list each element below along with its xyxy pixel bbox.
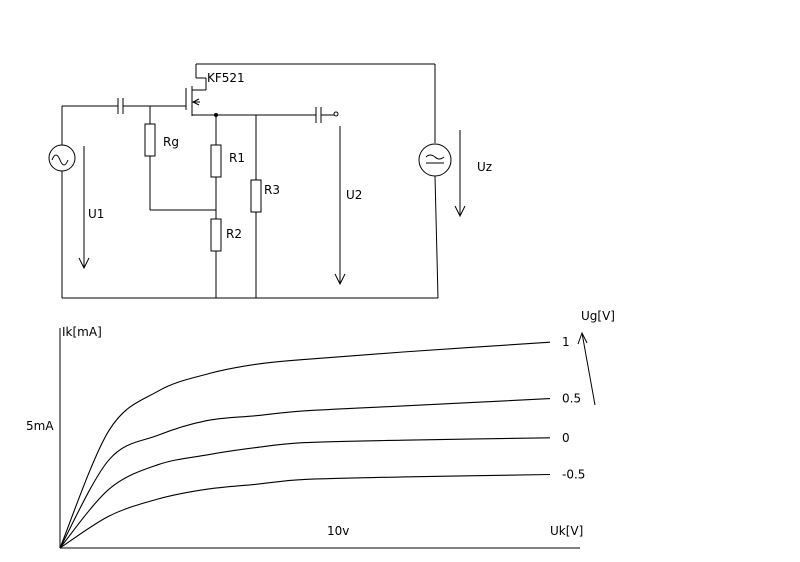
series-line-ug-0.5 [59,398,551,549]
series-line-ug--0.5 [59,473,551,549]
series-label-ug-0.5: 0.5 [562,392,581,406]
series-label-ug--0.5: -0.5 [562,468,585,482]
y-axis-label: Ik[mA] [62,325,102,339]
u2-arrow [334,126,346,286]
x-tick-label: 10v [327,524,349,538]
output-terminal [333,111,339,117]
resistor-rg [144,123,156,157]
u2-label: U2 [346,188,362,202]
output-characteristics-chart: Ik[mA] Uk[V] 5mA 10v Ug[V] 1 0.5 0 -0.5 [26,309,615,549]
supply-source [418,143,452,177]
r2-label: R2 [226,227,242,241]
r3-label: R3 [264,183,280,197]
rg-label: Rg [163,135,179,149]
circuit-schematic: KF521 Rg R1 R2 R3 U1 U2 Uz [48,63,492,299]
x-axis-label: Uk[V] [550,524,583,538]
input-signal-source [48,144,76,172]
resistor-r3 [250,179,262,213]
transistor-label: KF521 [207,71,245,85]
u1-arrow [78,146,90,270]
chart-series-group: 1 0.5 0 -0.5 [59,335,585,549]
series-label-ug-0: 0 [562,431,570,445]
uz-arrow [454,130,466,218]
series-line-ug-0 [59,437,551,549]
resistor-r1 [210,144,222,178]
u1-label: U1 [88,207,104,221]
series-label-ug-1: 1 [562,335,570,349]
transistor-kf521 [185,86,216,116]
series-line-ug-1 [59,341,551,549]
resistor-r2 [210,218,222,252]
legend-arrow [577,331,596,406]
legend-title: Ug[V] [581,309,615,323]
y-tick-label: 5mA [26,419,54,433]
r1-label: R1 [229,151,245,165]
output-capacitor [315,107,322,123]
uz-label: Uz [477,160,492,174]
input-capacitor [117,98,124,114]
